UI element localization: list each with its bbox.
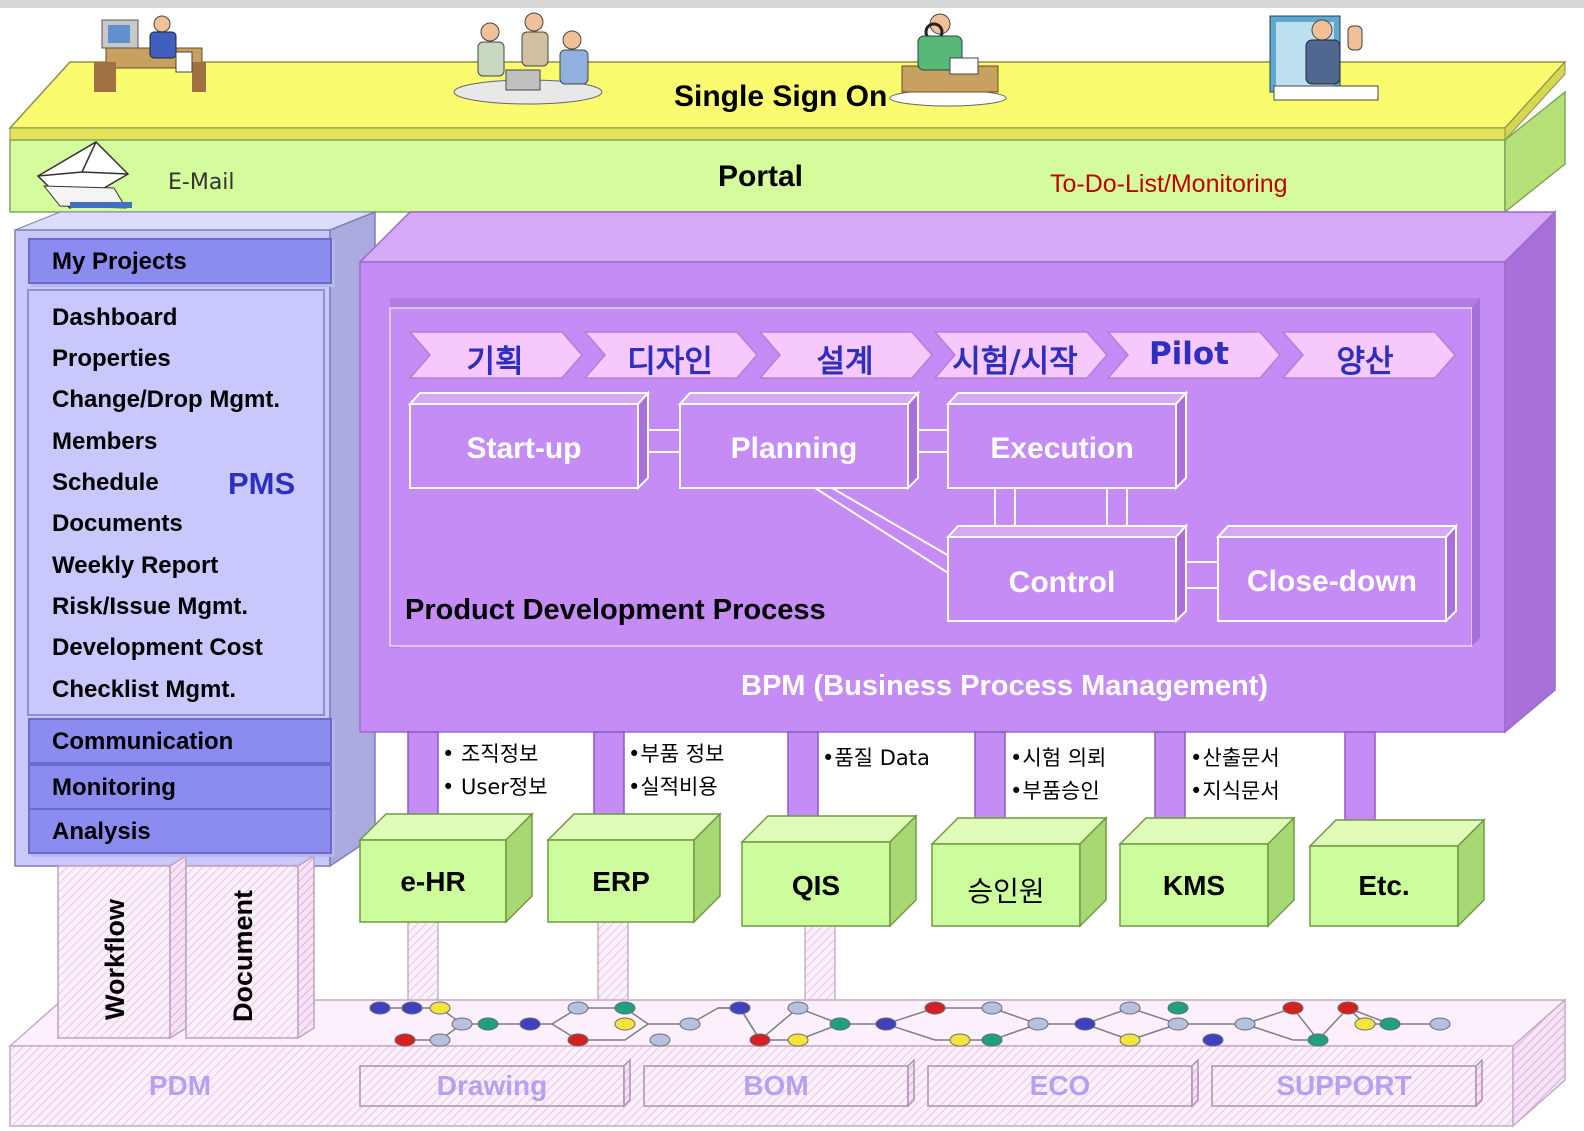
- phase-chevrons: [408, 331, 1456, 379]
- computer-user-icon: [94, 15, 206, 92]
- erp-data-item: •부품 정보: [628, 742, 725, 766]
- pdm-module-support[interactable]: SUPPORT: [1276, 1070, 1412, 1101]
- portal-title: Portal: [718, 160, 804, 193]
- phase-design-kr[interactable]: 디자인: [627, 344, 713, 380]
- communication-tab[interactable]: Communication: [28, 718, 332, 764]
- pms-item-risk-issue[interactable]: Risk/Issue Mgmt.: [52, 593, 249, 620]
- approval-data-list: •시험 의뢰 •부품승인: [1010, 742, 1106, 808]
- document-label[interactable]: Document: [228, 889, 258, 1022]
- workflow-label[interactable]: Workflow: [100, 899, 130, 1020]
- phase-pilot[interactable]: Pilot: [1148, 336, 1230, 372]
- qis-data-item: •품질 Data: [822, 746, 930, 770]
- kms-data-item: •지식문서: [1190, 779, 1280, 803]
- monitoring-tab[interactable]: Monitoring: [28, 764, 332, 810]
- ehr-data-item: • User정보: [442, 775, 548, 799]
- step-control[interactable]: Control: [1008, 566, 1116, 599]
- process-title: Product Development Process: [405, 594, 826, 626]
- pdm-module-drawing[interactable]: Drawing: [436, 1070, 548, 1101]
- presenter-icon: [1269, 15, 1379, 101]
- system-ehr[interactable]: e-HR: [400, 866, 466, 897]
- system-kms[interactable]: KMS: [1162, 870, 1226, 901]
- pms-item-dashboard[interactable]: Dashboard: [52, 304, 178, 331]
- todo-monitoring-label[interactable]: To-Do-List/Monitoring: [1050, 170, 1288, 198]
- pms-item-change-drop[interactable]: Change/Drop Mgmt.: [52, 386, 280, 413]
- system-qis[interactable]: QIS: [791, 870, 841, 901]
- pdm-pillars: [57, 854, 315, 1040]
- pdm-label: PDM: [148, 1070, 212, 1101]
- pdm-network-nodes: [369, 1001, 1451, 1047]
- analysis-label: Analysis: [52, 818, 151, 845]
- system-approval[interactable]: 승인원: [967, 875, 1045, 908]
- kms-data-item: •산출문서: [1190, 746, 1280, 770]
- phase-planning-kr[interactable]: 기획: [466, 344, 524, 380]
- pms-item-properties[interactable]: Properties: [52, 345, 171, 372]
- email-envelope-icon: [36, 141, 132, 209]
- analyst-icon: [889, 13, 1007, 107]
- my-projects-tab[interactable]: My Projects: [28, 238, 332, 284]
- top-band: [0, 0, 1584, 8]
- pms-item-documents[interactable]: Documents: [52, 510, 183, 537]
- phase-mass-production-kr[interactable]: 양산: [1336, 344, 1394, 380]
- pdm-module-bom[interactable]: BOM: [743, 1070, 809, 1101]
- ehr-data-list: • 조직정보 • User정보: [442, 738, 548, 804]
- ehr-data-item: • 조직정보: [442, 742, 539, 766]
- step-planning[interactable]: Planning: [730, 432, 858, 465]
- pms-item-weekly-report[interactable]: Weekly Report: [52, 552, 219, 579]
- monitoring-label: Monitoring: [52, 774, 176, 801]
- analysis-tab[interactable]: Analysis: [28, 808, 332, 854]
- system-erp[interactable]: ERP: [592, 866, 650, 897]
- erp-data-item: •실적비용: [628, 775, 718, 799]
- bpm-label: BPM (Business Process Management): [741, 670, 1268, 702]
- step-close-down[interactable]: Close-down: [1247, 565, 1417, 598]
- qis-data-list: •품질 Data: [822, 742, 930, 775]
- pdm-module-eco[interactable]: ECO: [1029, 1070, 1091, 1101]
- pms-label: PMS: [228, 466, 296, 501]
- email-label[interactable]: E-Mail: [168, 170, 235, 195]
- step-execution[interactable]: Execution: [990, 432, 1134, 465]
- process-step-boxes: [407, 390, 1459, 624]
- pms-item-checklist[interactable]: Checklist Mgmt.: [52, 676, 237, 703]
- my-projects-label: My Projects: [52, 248, 187, 275]
- communication-label: Communication: [52, 728, 234, 755]
- phase-engineering-kr[interactable]: 설계: [816, 344, 874, 380]
- portal-slab: [9, 90, 1566, 214]
- step-start-up[interactable]: Start-up: [466, 432, 582, 465]
- system-etc[interactable]: Etc.: [1358, 870, 1410, 901]
- pms-item-members[interactable]: Members: [52, 428, 158, 455]
- team-meeting-icon: [453, 12, 603, 105]
- pms-item-development-cost[interactable]: Development Cost: [52, 634, 263, 661]
- pdm-module-boxes: [359, 1058, 1483, 1108]
- kms-data-list: •산출문서 •지식문서: [1190, 742, 1280, 808]
- approval-data-item: •부품승인: [1010, 779, 1100, 803]
- phase-test-prototype-kr[interactable]: 시험/시작: [952, 344, 1078, 380]
- erp-data-list: •부품 정보 •실적비용: [628, 738, 724, 804]
- system-boxes: [358, 812, 1486, 928]
- approval-data-item: •시험 의뢰: [1010, 746, 1107, 770]
- sso-title: Single Sign On: [674, 80, 888, 113]
- pms-item-schedule[interactable]: Schedule: [52, 469, 159, 496]
